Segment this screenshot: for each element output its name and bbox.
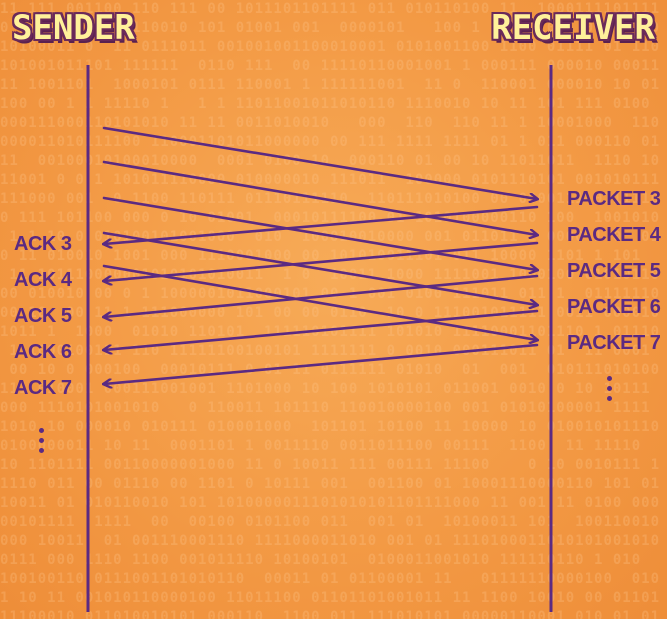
packet-arrow-3 [102,126,537,199]
ack-label-3: ACK 3 [14,233,72,255]
ack-label-4: ACK 4 [14,269,72,291]
packet-label-5: PACKET 5 [567,260,661,282]
packet-label-3: PACKET 3 [567,188,661,210]
packet-arrow-4 [102,160,537,235]
ack-arrows [104,205,539,384]
receiver-title: RECEIVER [491,8,655,48]
packet-arrows [102,126,537,340]
packet-label-7: PACKET 7 [567,332,661,354]
sender-continuation-ellipsis-icon [39,428,45,453]
packet-arrow-5 [102,196,537,270]
packet-arrow-6 [102,231,537,305]
ack-arrow-3 [104,205,539,244]
ack-arrow-4 [104,241,539,281]
ack-arrow-7 [104,343,539,384]
ack-arrow-5 [104,274,539,317]
packet-label-6: PACKET 6 [567,296,661,318]
packet-arrow-7 [102,264,537,340]
receiver-continuation-ellipsis-icon [607,376,613,401]
ack-label-5: ACK 5 [14,305,72,327]
ack-label-6: ACK 6 [14,341,72,363]
packet-label-4: PACKET 4 [567,224,661,246]
ack-arrow-6 [104,309,539,350]
ack-label-7: ACK 7 [14,377,72,399]
sender-title: SENDER [12,8,135,48]
